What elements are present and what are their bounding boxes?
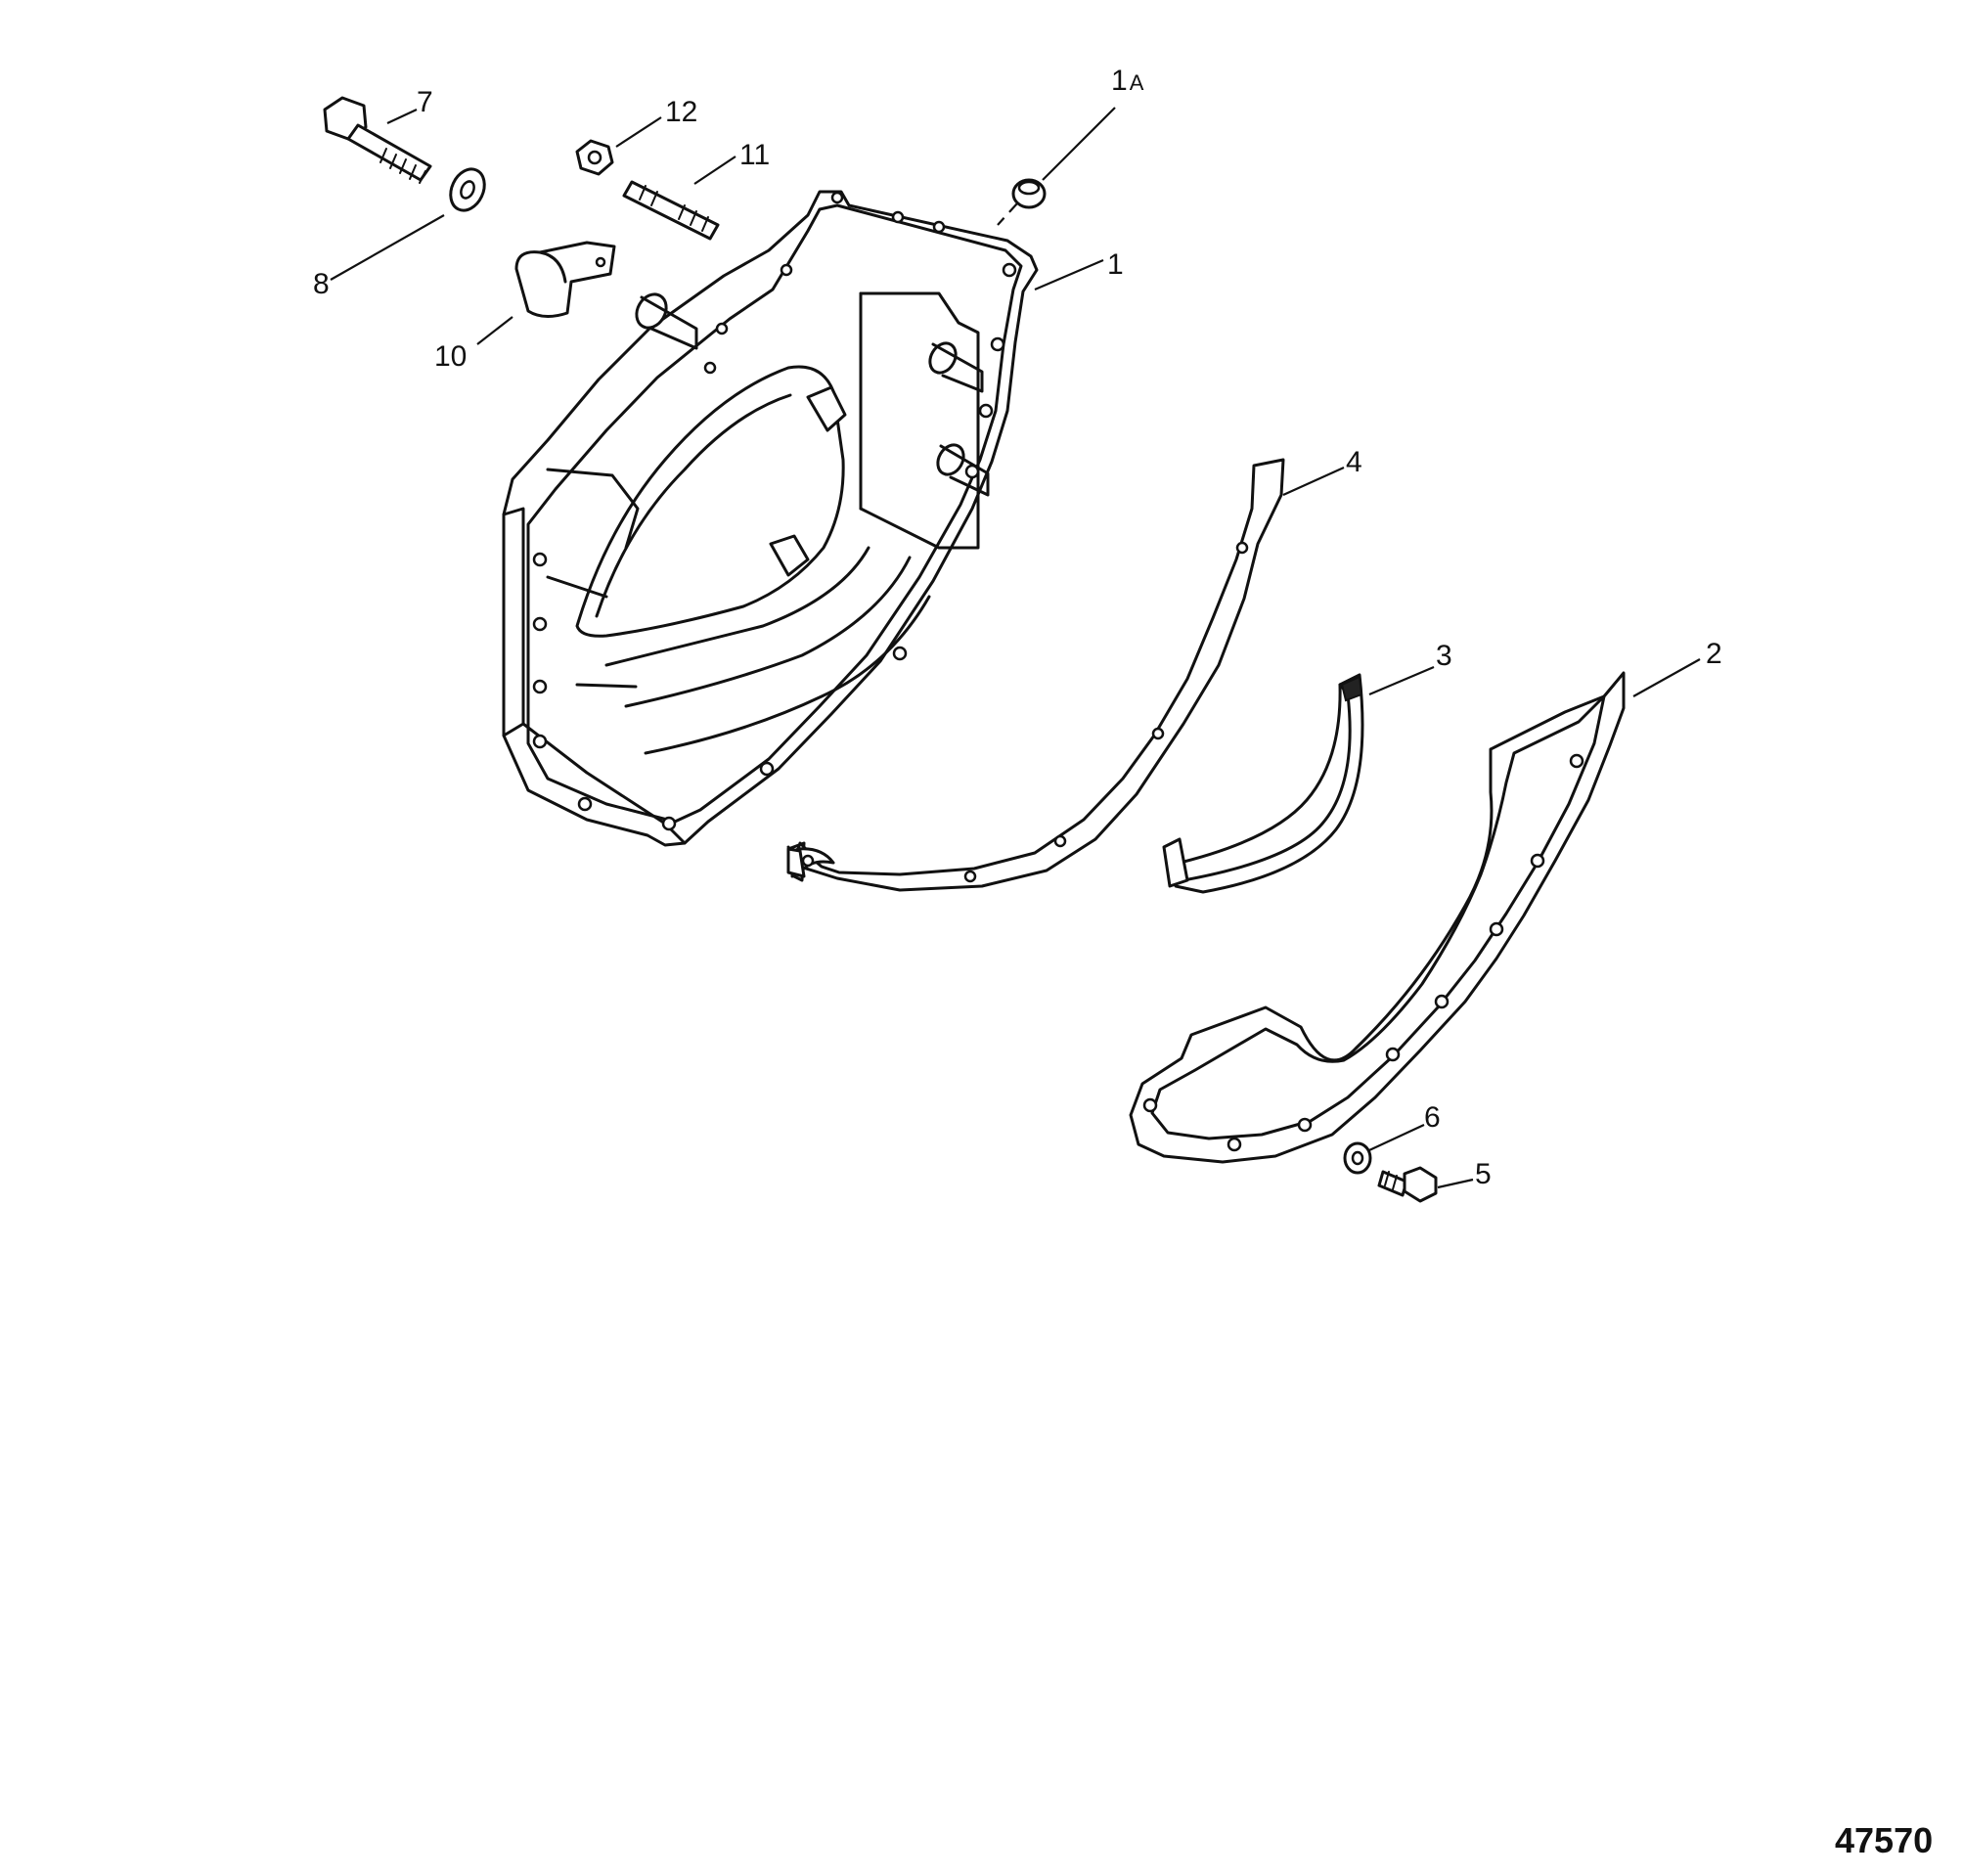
figure-number: 47570 (1835, 1820, 1933, 1860)
callout-12: 12 (665, 96, 697, 128)
callout-labels: 1A 1 2 3 4 5 6 7 8 10 11 12 (313, 65, 1722, 1190)
part-1-flywheel-housing (502, 190, 1039, 847)
part-8-washer (449, 167, 486, 212)
callout-1a: 1A (1111, 65, 1144, 97)
part-4-gasket (786, 458, 1285, 892)
part-11-stud (622, 180, 720, 241)
callout-4: 4 (1346, 446, 1362, 478)
part-12-nut (575, 139, 614, 176)
leader-lines (330, 107, 1701, 1189)
callout-2: 2 (1706, 638, 1722, 670)
part-6-washer (1343, 1141, 1372, 1175)
callout-1: 1 (1107, 248, 1124, 281)
callout-6: 6 (1424, 1101, 1441, 1134)
part-2-cover-plate (1129, 671, 1626, 1164)
callout-10: 10 (434, 340, 467, 373)
callout-8: 8 (313, 268, 330, 300)
part-7-bolt (323, 96, 432, 184)
housing-bolt-holes (532, 191, 1017, 831)
callout-3: 3 (1436, 640, 1452, 672)
callout-11: 11 (739, 139, 770, 171)
part-10-clip (514, 241, 616, 318)
part-1a-plug (1011, 178, 1047, 209)
part-3-seal (1162, 673, 1364, 894)
callout-5: 5 (1475, 1158, 1492, 1190)
callout-7: 7 (417, 86, 433, 118)
part-5-screw (1377, 1166, 1438, 1203)
